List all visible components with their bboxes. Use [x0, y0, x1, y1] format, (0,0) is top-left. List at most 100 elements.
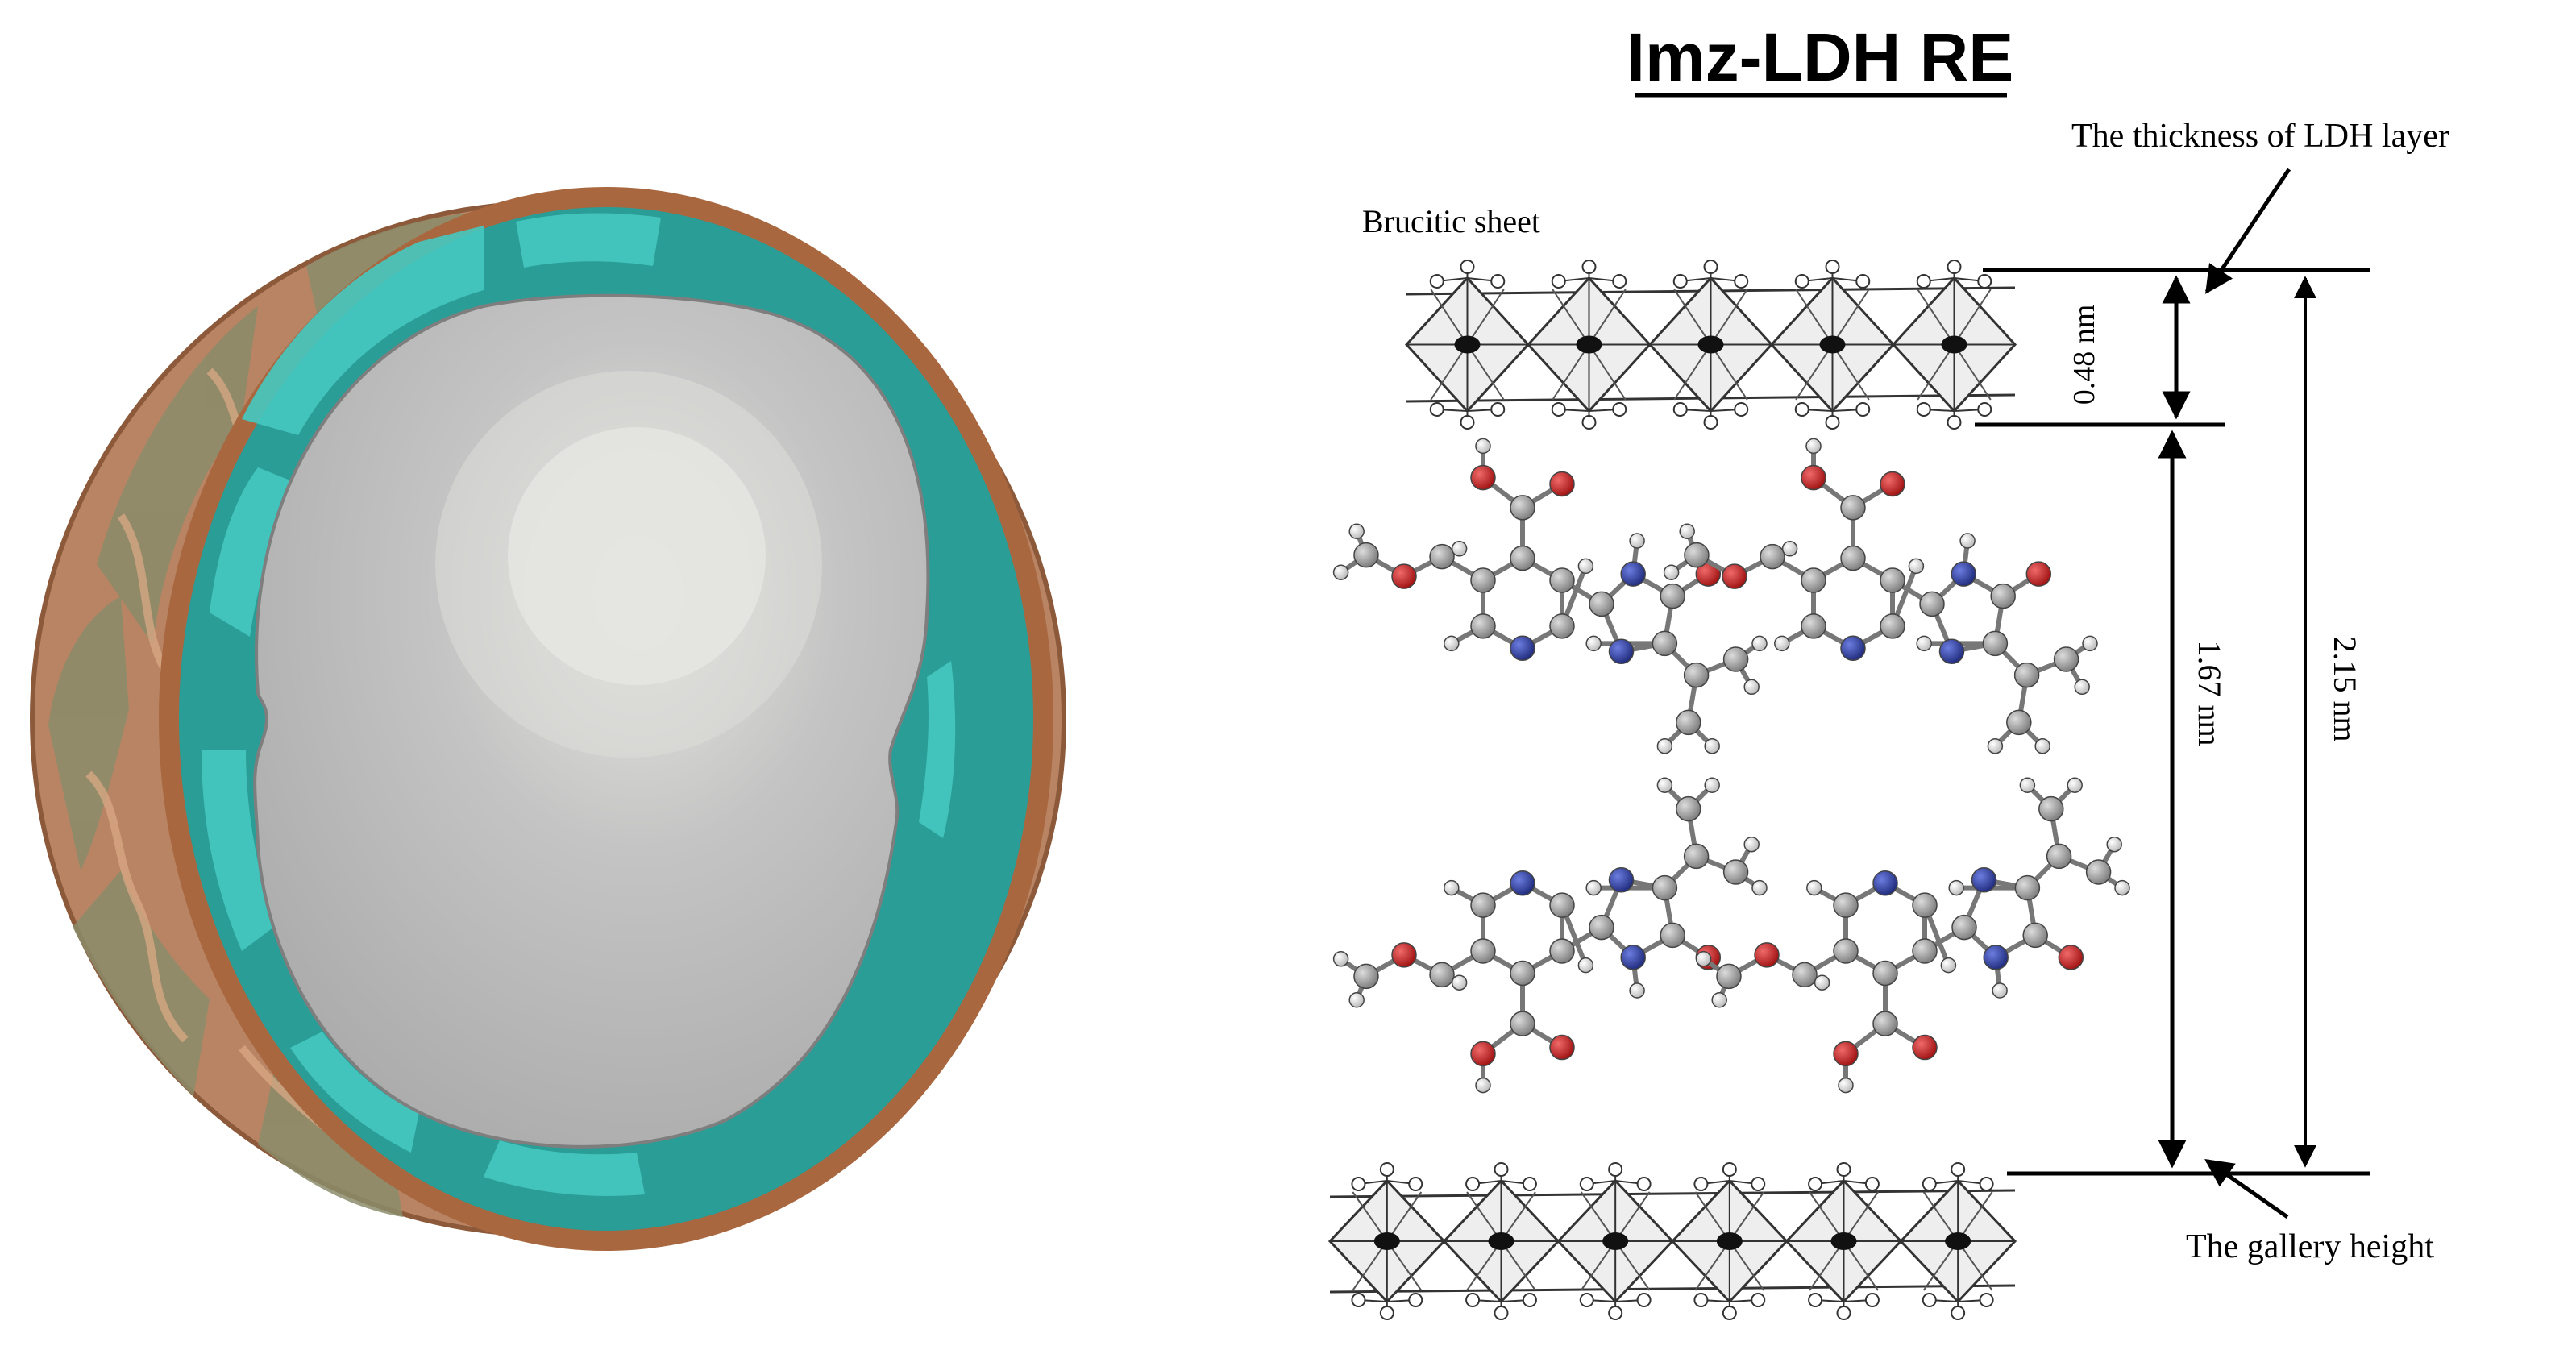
nitrogen-atom	[1983, 945, 2009, 970]
hydrogen-atom	[1475, 1077, 1491, 1094]
hydroxyl-atom	[1429, 402, 1444, 417]
figure-title: Imz-LDH RE	[1627, 19, 2014, 95]
carbon-atom	[2046, 843, 2072, 870]
hydroxyl-atom	[1465, 1293, 1481, 1307]
metal-cation	[1716, 1232, 1743, 1250]
hydrogen-atom	[1751, 879, 1768, 896]
hydroxyl-atom	[1977, 274, 1992, 289]
carbon-atom	[1982, 630, 2009, 657]
octahedron	[1442, 1162, 1560, 1320]
teal-highlights	[202, 213, 956, 1196]
hydroxyl-atom	[1734, 274, 1749, 289]
carbon-atom	[1660, 922, 1685, 949]
carbon-atom	[1549, 938, 1575, 964]
hydrogen-atom	[1656, 777, 1673, 793]
nitrogen-atom	[1620, 561, 1646, 587]
gallery-height-value: 1.67 nm	[2192, 640, 2228, 746]
molecule	[1332, 438, 1768, 754]
hydroxyl-atom	[1922, 1177, 1937, 1191]
hydrogen-atom	[1444, 635, 1460, 652]
hydroxyl-atom	[1977, 402, 1992, 417]
hydroxyl-atom	[1579, 1177, 1594, 1191]
hydroxyl-atom	[1379, 1306, 1394, 1320]
carbon-atom	[1549, 613, 1575, 639]
hydrogen-atom	[1629, 982, 1645, 999]
carbon-atom	[1684, 542, 1710, 568]
hydroxyl-atom	[1429, 274, 1444, 289]
carbon-atom	[2038, 795, 2064, 822]
layer-thickness-value: 0.48 nm	[2067, 305, 2101, 405]
hydroxyl-atom	[1916, 402, 1931, 417]
hydroxyl-atom	[1855, 402, 1871, 417]
hydrogen-atom	[1332, 951, 1349, 967]
core-highlight-inner	[508, 427, 766, 685]
hydrogen-atom	[1451, 974, 1468, 991]
hydroxyl-atom	[1951, 1162, 1966, 1177]
carbon-atom	[1470, 613, 1496, 639]
hydrogen-atom	[1805, 438, 1822, 455]
gallery-pointer-arrow	[2204, 1158, 2289, 1219]
octahedron	[1526, 260, 1652, 430]
hydroxyl-atom	[1836, 1162, 1851, 1177]
nitrogen-atom	[1608, 867, 1635, 893]
carbon-atom	[1912, 938, 1938, 964]
carbon-atom	[1833, 892, 1859, 918]
hydroxyl-atom	[1703, 415, 1718, 430]
hydrogen-atom	[1444, 879, 1460, 896]
carbon-atom	[2085, 859, 2112, 885]
carbon-atom	[2053, 646, 2079, 672]
carbon-atom	[1510, 495, 1535, 521]
carbon-atom	[1801, 567, 1826, 593]
hydrogen-atom	[1814, 974, 1830, 991]
hydroxyl-atom	[1494, 1162, 1509, 1177]
hydroxyl-atom	[1608, 1306, 1623, 1320]
hydroxyl-atom	[1825, 260, 1840, 274]
carbon-atom	[1801, 613, 1826, 639]
hydroxyl-atom	[1460, 260, 1475, 274]
hydroxyl-atom	[1636, 1177, 1652, 1191]
oxygen-atom	[1549, 471, 1575, 497]
oxygen-atom	[1912, 1034, 1938, 1061]
hydrogen-atom	[1987, 738, 2004, 754]
hydroxyl-atom	[1490, 402, 1506, 417]
hydrogen-atom	[1992, 982, 2008, 999]
hydroxyl-atom	[1494, 1306, 1509, 1320]
carbon-atom	[1510, 1011, 1535, 1036]
hydrogen-atom	[1940, 957, 1957, 974]
nitrogen-atom	[1620, 945, 1646, 970]
carbon-atom	[1760, 543, 1785, 570]
hydroxyl-atom	[1922, 1293, 1937, 1307]
hydroxyl-atom	[1579, 1293, 1594, 1307]
hydroxyl-atom	[1522, 1177, 1537, 1191]
hydroxyl-atom	[1864, 1177, 1880, 1191]
hydrogen-atom	[1781, 541, 1798, 557]
hydrogen-atom	[1743, 836, 1760, 853]
hydrogen-atom	[1663, 564, 1680, 580]
hydrogen-atom	[1695, 951, 1712, 967]
hydroxyl-atom	[1460, 415, 1475, 430]
dimension-lines	[1975, 168, 2370, 1219]
hydroxyl-atom	[1581, 415, 1597, 430]
hydroxyl-atom	[1465, 1177, 1481, 1191]
metal-cation	[1941, 335, 1967, 354]
carbon-atom	[1429, 962, 1455, 988]
hydroxyl-atom	[1751, 1177, 1766, 1191]
hydroxyl-atom	[1722, 1162, 1737, 1177]
hydrogen-atom	[1806, 879, 1822, 896]
carbon-atom	[1683, 843, 1710, 870]
hydroxyl-atom	[1916, 274, 1931, 289]
hydroxyl-atom	[1947, 260, 1962, 274]
hydrogen-atom	[1838, 1077, 1854, 1094]
oxygen-atom	[1549, 1034, 1575, 1061]
nitrogen-atom	[1510, 635, 1535, 662]
nitrogen-atom	[1938, 638, 1965, 664]
sheet-edge	[1329, 1284, 2016, 1294]
carbon-atom	[1880, 613, 1905, 639]
brucitic-sheet-top	[1404, 260, 2017, 430]
hydroxyl-atom	[1734, 402, 1749, 417]
carbon-atom	[1716, 963, 1742, 990]
core-shell-particle	[30, 187, 1066, 1251]
oxygen-atom	[2025, 561, 2052, 587]
hydrogen-atom	[1948, 879, 1964, 896]
oxygen-atom	[1722, 563, 1747, 589]
